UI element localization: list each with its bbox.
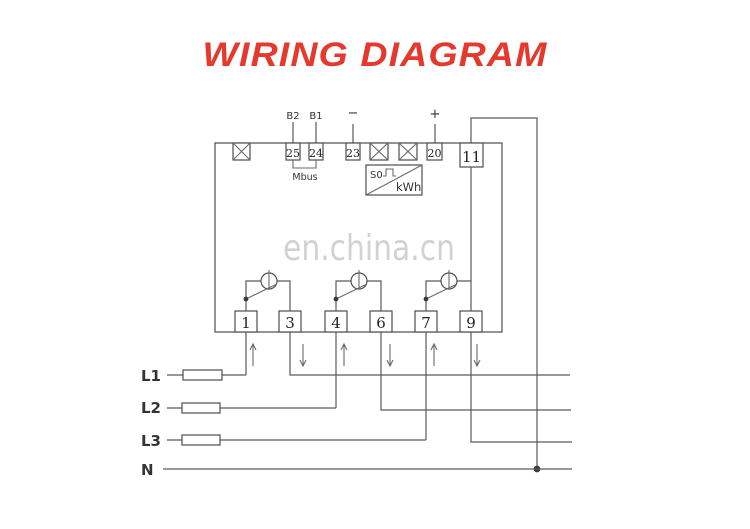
terminal-label-4: 4 <box>331 314 341 332</box>
terminal-label-9: 9 <box>466 314 476 332</box>
terminal-25: B2 25 <box>285 111 301 161</box>
terminal-3: 3 <box>278 310 302 333</box>
top-terminal-row: B2 25 B1 24 Mbus − 23 + 20 <box>232 106 484 183</box>
terminal-11: 11 <box>459 142 484 168</box>
label-l2: L2 <box>141 399 161 417</box>
mbus-label: Mbus <box>292 172 317 183</box>
terminal-label-11: 11 <box>462 148 481 166</box>
junction-dot <box>243 296 249 302</box>
terminal-24: B1 24 <box>308 111 324 161</box>
s0-pulse-output-box: S0 kWh <box>365 164 423 196</box>
terminal-label-7: 7 <box>421 314 431 332</box>
page-title: WIRING DIAGRAM <box>203 36 548 74</box>
terminal-23: − 23 <box>345 106 361 161</box>
arrow-up-icon <box>430 342 438 366</box>
x-terminal-icon <box>232 142 251 161</box>
mbus-bracket: Mbus <box>292 160 318 183</box>
fuse-icon-l1 <box>182 369 223 381</box>
arrow-up-icon <box>340 342 348 366</box>
arrow-down-icon <box>299 344 307 368</box>
fuse-icon-l2 <box>181 402 221 414</box>
terminal-tag-b1: B1 <box>309 111 322 122</box>
terminal-tag-minus: − <box>348 106 359 121</box>
x-terminal-icon <box>398 142 418 161</box>
arrow-down-icon <box>386 344 394 368</box>
terminal-6: 6 <box>369 310 393 333</box>
label-l3: L3 <box>141 432 161 450</box>
neutral-wire <box>470 117 541 473</box>
label-l1: L1 <box>141 367 161 385</box>
phase-wiring <box>163 332 572 470</box>
ct-phase-2 <box>333 270 382 312</box>
terminal-1: 1 <box>234 310 258 333</box>
load-line-l1 <box>289 332 570 376</box>
label-n: N <box>141 461 154 479</box>
junction-dot <box>423 296 429 302</box>
terminal-label-23: 23 <box>346 147 360 160</box>
terminal-label-20: 20 <box>428 147 442 160</box>
terminal-tag-plus: + <box>430 107 441 122</box>
ct-phase-1 <box>243 270 291 312</box>
load-line-l2 <box>380 332 571 411</box>
terminal-label-1: 1 <box>241 314 251 332</box>
ct-phase-3 <box>423 270 472 312</box>
terminal-7: 7 <box>414 310 438 333</box>
terminal-label-6: 6 <box>376 314 386 332</box>
supply-line-labels: L1 L2 L3 N <box>141 367 161 479</box>
terminal-9: 9 <box>459 310 483 333</box>
kwh-label: kWh <box>396 180 421 194</box>
arrow-up-icon <box>249 342 257 366</box>
x-terminal-icon <box>369 142 389 161</box>
terminal-label-25: 25 <box>286 147 300 160</box>
s0-label: S0 <box>370 170 383 181</box>
terminal-label-3: 3 <box>285 314 295 332</box>
fuse-icon-l3 <box>181 434 221 446</box>
load-line-l3 <box>470 332 572 443</box>
pulse-icon <box>383 168 396 177</box>
terminal-tag-b2: B2 <box>286 111 299 122</box>
terminal-label-24: 24 <box>309 147 323 160</box>
junction-dot <box>333 296 339 302</box>
watermark-text: en.china.cn <box>283 228 455 269</box>
terminal-20: + 20 <box>426 107 443 161</box>
bottom-terminal-row: 1 3 4 6 7 9 <box>234 310 483 333</box>
fuses <box>181 369 223 446</box>
terminal-4: 4 <box>324 310 348 333</box>
current-direction-arrows <box>249 342 481 368</box>
arrow-down-icon <box>473 344 481 368</box>
